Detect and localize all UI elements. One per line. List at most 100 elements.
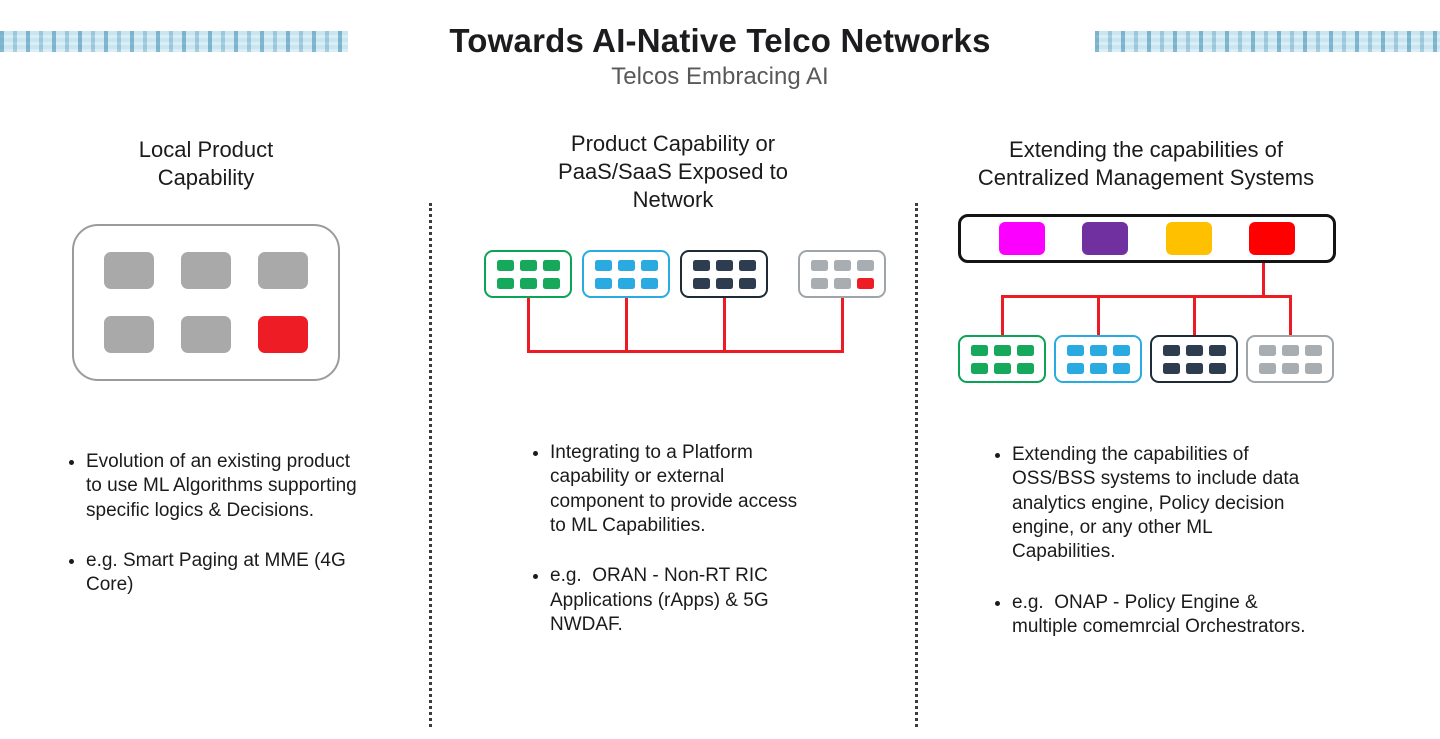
chip bbox=[1016, 362, 1034, 374]
mgmt-chip-red bbox=[1249, 222, 1296, 255]
device-box-gray bbox=[798, 250, 886, 298]
chip bbox=[715, 259, 733, 271]
module-chip bbox=[181, 252, 231, 289]
bullet-item: Extending the capabilities of OSS/BSS sy… bbox=[1012, 443, 1310, 565]
connector-line bbox=[1193, 295, 1196, 335]
chip bbox=[519, 259, 537, 271]
bullet-item: e.g. ORAN - Non-RT RIC Applications (rAp… bbox=[550, 564, 816, 637]
chip bbox=[1112, 344, 1130, 356]
connector-line bbox=[841, 298, 844, 352]
heading-line: Centralized Management Systems bbox=[977, 164, 1315, 190]
chip bbox=[617, 259, 635, 271]
module-chip bbox=[104, 252, 154, 289]
chip bbox=[1162, 344, 1180, 356]
connector-line bbox=[625, 298, 628, 352]
chip bbox=[594, 259, 612, 271]
chip bbox=[1281, 344, 1299, 356]
ml-module-chip-red bbox=[258, 316, 308, 353]
heading-line: Product Capability or bbox=[570, 131, 776, 156]
module-chip bbox=[181, 316, 231, 353]
chip bbox=[970, 344, 988, 356]
connector-bus bbox=[1001, 295, 1292, 298]
chip bbox=[833, 277, 851, 289]
bullet-item: Evolution of an existing product to use … bbox=[86, 450, 364, 523]
chip bbox=[692, 259, 710, 271]
page-title: Towards AI-Native Telco Networks bbox=[449, 22, 991, 59]
connector-line bbox=[1262, 263, 1265, 297]
chip bbox=[1089, 362, 1107, 374]
chip bbox=[993, 344, 1011, 356]
chip bbox=[993, 362, 1011, 374]
chip bbox=[833, 259, 851, 271]
heading-line: PaaS/SaaS Exposed to bbox=[558, 158, 788, 184]
connector-line bbox=[527, 298, 530, 352]
chip bbox=[617, 277, 635, 289]
bullet-item: e.g. ONAP - Policy Engine & multiple com… bbox=[1012, 591, 1310, 640]
chip bbox=[1112, 362, 1130, 374]
washi-tape-right bbox=[1095, 31, 1440, 52]
chip bbox=[810, 259, 828, 271]
chip bbox=[810, 277, 828, 289]
chip bbox=[1016, 344, 1034, 356]
device-box-dark bbox=[680, 250, 768, 298]
page-subtitle: Telcos Embracing AI bbox=[611, 63, 829, 90]
module-chip bbox=[258, 252, 308, 289]
mgmt-chip-amber bbox=[1165, 222, 1212, 255]
chip bbox=[1162, 362, 1180, 374]
chip bbox=[640, 277, 658, 289]
chip bbox=[1185, 344, 1203, 356]
device-box-green bbox=[484, 250, 572, 298]
heading-line: Local Product bbox=[138, 137, 274, 162]
heading-line: Capability bbox=[157, 164, 255, 190]
chip bbox=[1066, 344, 1084, 356]
column-3-bullets: Extending the capabilities of OSS/BSS sy… bbox=[988, 443, 1310, 665]
connector-line bbox=[1289, 295, 1292, 335]
chip bbox=[496, 277, 514, 289]
bullet-item: Integrating to a Platform capability or … bbox=[550, 441, 816, 538]
connector-line bbox=[723, 298, 726, 352]
bullet-item: e.g. Smart Paging at MME (4G Core) bbox=[86, 549, 364, 598]
chip bbox=[738, 277, 756, 289]
chip bbox=[1304, 344, 1322, 356]
chip bbox=[519, 277, 537, 289]
local-product-box bbox=[72, 224, 340, 381]
chip bbox=[594, 277, 612, 289]
chip bbox=[1208, 362, 1226, 374]
connector-line bbox=[1097, 295, 1100, 335]
connector-bus bbox=[527, 350, 844, 353]
column-divider bbox=[429, 203, 432, 727]
column-2-bullets: Integrating to a Platform capability or … bbox=[526, 441, 816, 663]
module-chip bbox=[104, 316, 154, 353]
device-box-blue bbox=[1054, 335, 1142, 383]
chip bbox=[715, 277, 733, 289]
chip bbox=[970, 362, 988, 374]
column-divider bbox=[915, 203, 918, 727]
chip bbox=[1208, 344, 1226, 356]
chip bbox=[1281, 362, 1299, 374]
ml-chip-red bbox=[856, 277, 874, 289]
heading-line: Extending the capabilities of bbox=[1009, 137, 1283, 162]
mgmt-chip-purple bbox=[1082, 222, 1129, 255]
mgmt-chip-magenta bbox=[998, 222, 1045, 255]
chip bbox=[738, 259, 756, 271]
column-1-heading: Local Product Capability bbox=[76, 136, 336, 192]
chip bbox=[692, 277, 710, 289]
chip bbox=[1304, 362, 1322, 374]
chip bbox=[1089, 344, 1107, 356]
chip bbox=[496, 259, 514, 271]
chip bbox=[1185, 362, 1203, 374]
chip bbox=[542, 259, 560, 271]
chip bbox=[1258, 344, 1276, 356]
central-management-box bbox=[958, 214, 1336, 263]
column-3-heading: Extending the capabilities of Centralize… bbox=[936, 136, 1356, 192]
device-box-gray bbox=[1246, 335, 1334, 383]
device-box-dark bbox=[1150, 335, 1238, 383]
column-2-heading: Product Capability or PaaS/SaaS Exposed … bbox=[493, 130, 853, 214]
device-box-green bbox=[958, 335, 1046, 383]
chip bbox=[640, 259, 658, 271]
chip bbox=[1066, 362, 1084, 374]
chip bbox=[856, 259, 874, 271]
washi-tape-left bbox=[0, 31, 348, 52]
device-box-blue bbox=[582, 250, 670, 298]
